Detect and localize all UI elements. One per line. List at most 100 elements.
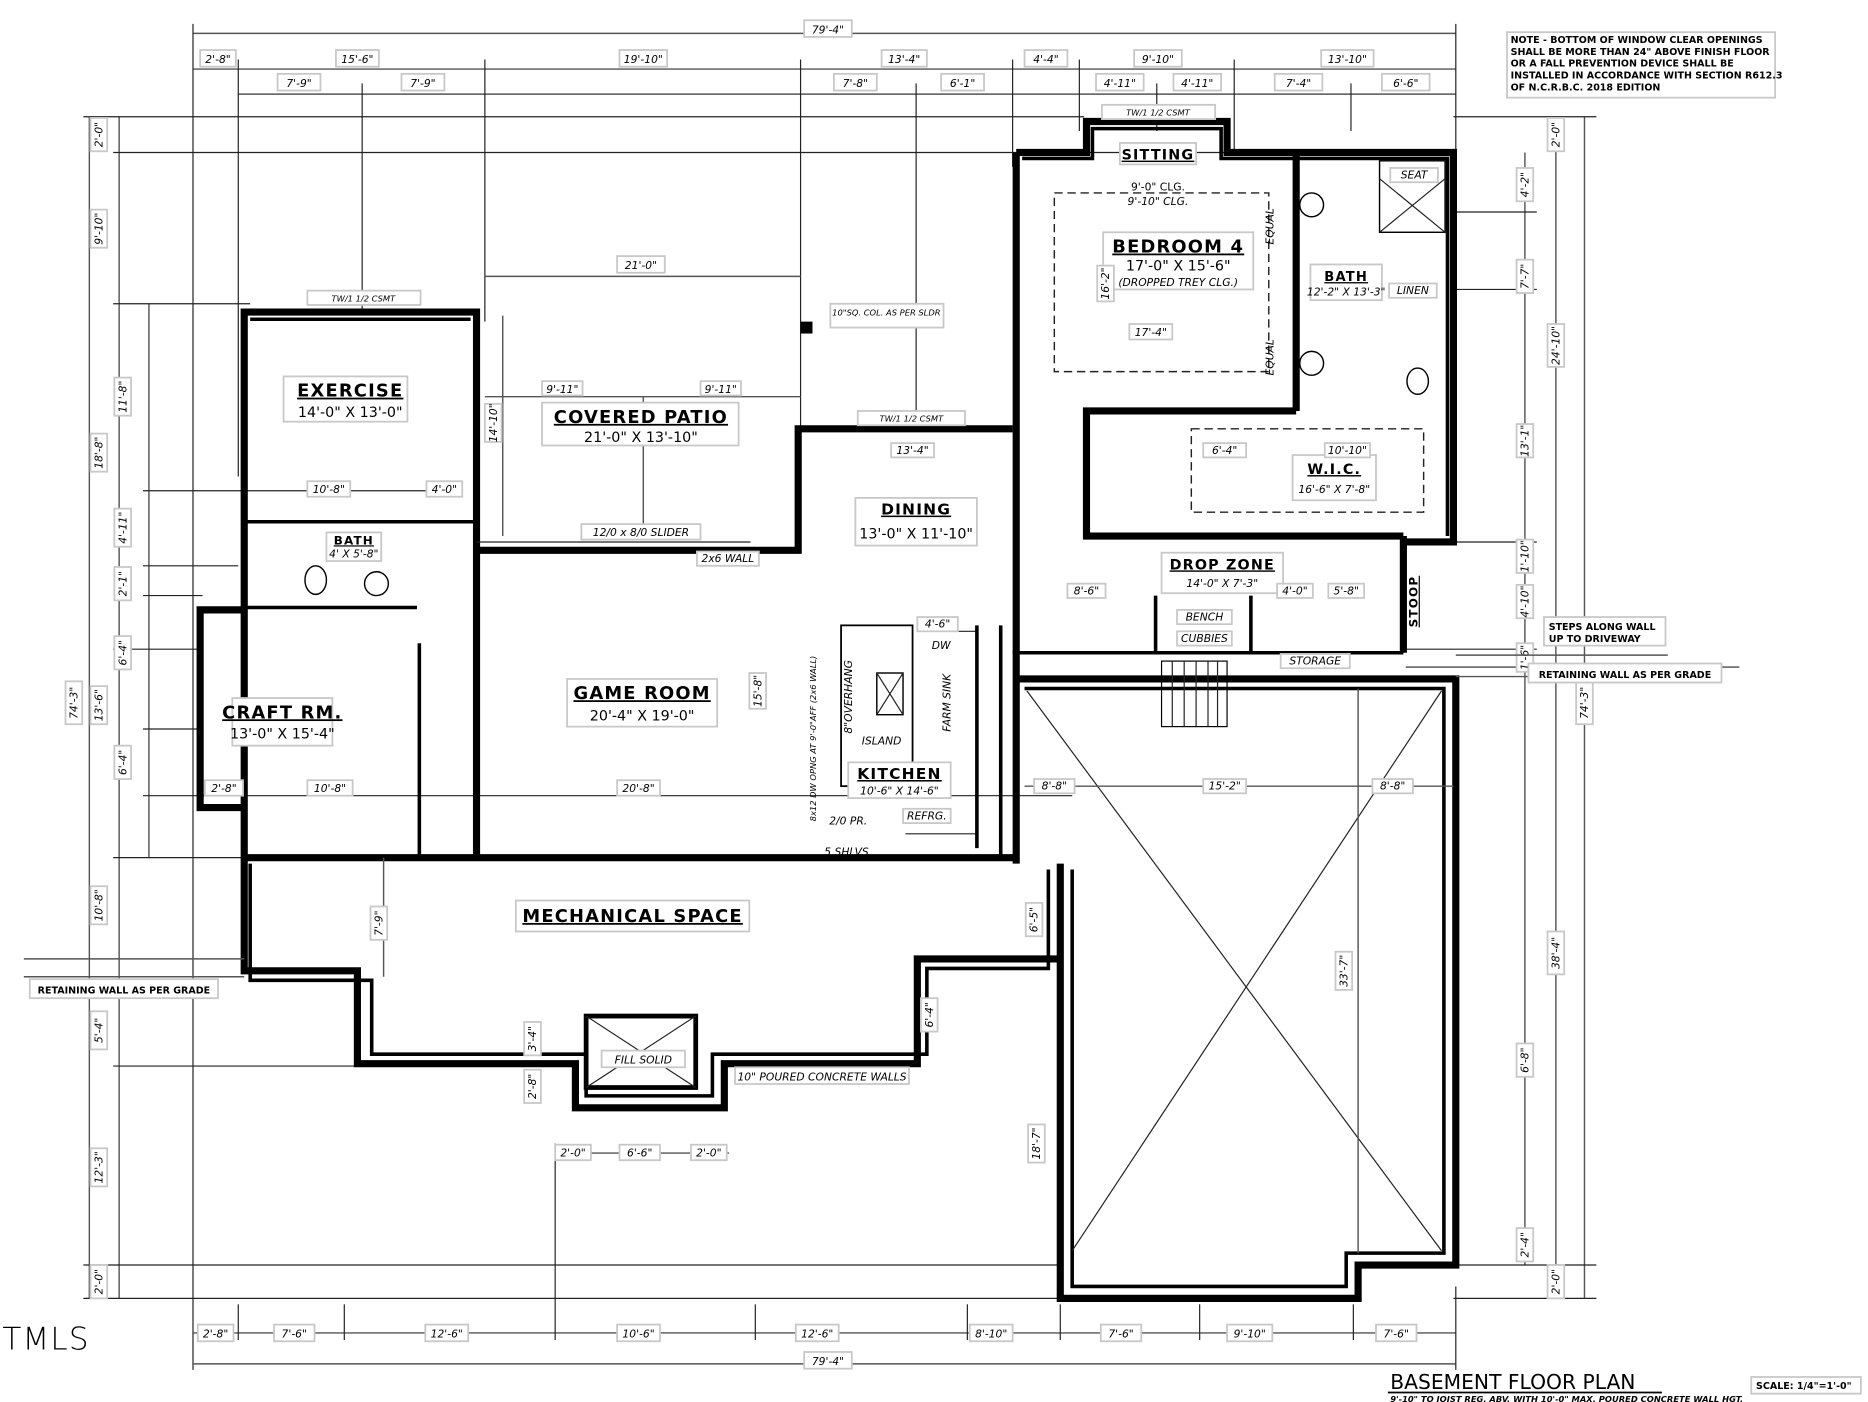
annotation: 2/0 PR. xyxy=(829,814,867,827)
annotation: 9'-10" CLG. xyxy=(1128,195,1189,208)
shower-icon xyxy=(1378,160,1446,233)
annotations: 12/0 x 8/0 SLIDER 2x6 WALL 10"SQ. COL. A… xyxy=(28,103,1723,1085)
dim-inner: 4'-6" xyxy=(925,618,950,631)
dim-inner: 4'-0" xyxy=(1282,584,1307,597)
dim-inner: 9'-11" xyxy=(546,383,578,396)
dim-inner: 6'-4" xyxy=(923,1002,936,1027)
dim-inner: 6'-6" xyxy=(627,1147,652,1160)
dim-right-overall: 74'-3" xyxy=(1578,687,1591,719)
title-block: BASEMENT FLOOR PLAN SCALE: 1/4"=1'-0" 9'… xyxy=(2,1322,1862,1402)
room-name: GAME ROOM xyxy=(573,683,710,704)
dim-right: 2'-4" xyxy=(1518,1232,1531,1257)
dim-inner: 33'-7" xyxy=(1337,955,1350,987)
note-line: INSTALLED IN ACCORDANCE WITH SECTION R61… xyxy=(1511,71,1783,82)
dim-bottom-overall: 79'-4" xyxy=(812,1355,844,1368)
room-size: 9'-0" CLG. xyxy=(1131,181,1185,194)
dim-left: 4'-11" xyxy=(116,512,129,544)
room-name: MECHANICAL SPACE xyxy=(522,906,742,927)
room-name: KITCHEN xyxy=(857,765,941,783)
room-wic: W.I.C. 16'-6" X 7'-8" xyxy=(1291,454,1377,502)
room-name: W.I.C. xyxy=(1307,462,1361,478)
dim-inner: 5'-8" xyxy=(1334,584,1359,597)
annotation: DW xyxy=(932,639,951,652)
annotation: 8"OVERHANG xyxy=(842,660,855,733)
window-note: NOTE - BOTTOM OF WINDOW CLEAR OPENINGS S… xyxy=(1506,31,1783,99)
room-note: (DROPPED TREY CLG.) xyxy=(1118,276,1238,289)
dim-right: 7'-7" xyxy=(1518,264,1531,289)
note-line: OF N.C.R.B.C. 2018 EDITION xyxy=(1511,83,1661,94)
room-mechanical: MECHANICAL SPACE xyxy=(514,899,751,933)
room-name: CRAFT RM. xyxy=(222,702,342,723)
dim-inner: 8'-8" xyxy=(1042,780,1067,793)
dim-left: 5'-4" xyxy=(92,1018,105,1043)
room-name: DROP ZONE xyxy=(1170,557,1275,573)
dim-bottom: 7'-6" xyxy=(282,1328,307,1341)
sink-icon xyxy=(1299,192,1325,218)
room-size: 16'-6" X 7'-8" xyxy=(1298,483,1370,496)
annotation: TW/1 1/2 CSMT xyxy=(880,414,945,424)
dim-right: 6'-8" xyxy=(1518,1047,1531,1072)
annotation: REFRG. xyxy=(907,810,947,823)
dim-top-overall: 79'-4" xyxy=(812,23,844,36)
annotation: RETAINING WALL AS PER GRADE xyxy=(1539,670,1712,681)
dim-bottom: 12'-6" xyxy=(801,1328,833,1341)
dim-top: 7'-9" xyxy=(286,77,311,90)
annotation: FILL SOLID xyxy=(615,1054,672,1067)
room-exercise: EXERCISE 14'-0" X 13'-0" xyxy=(282,375,409,423)
room-labels: EXERCISE 14'-0" X 13'-0" COVERED PATIO 2… xyxy=(222,142,1385,933)
annotation: 12/0 x 8/0 SLIDER xyxy=(593,526,689,539)
dim-inner: 21'-0" xyxy=(625,259,657,272)
dim-left: 18'-8" xyxy=(92,437,105,469)
dim-bottom: 12'-6" xyxy=(431,1328,463,1341)
annotation: 10"SQ. COL. AS PER SLDR xyxy=(832,308,940,318)
dim-left: 2'-1" xyxy=(116,571,129,596)
dim-left: 6'-4" xyxy=(116,640,129,665)
dim-inner: 3'-4" xyxy=(526,1026,539,1051)
annotation: 8x12 DW OPNG AT 9'-0"AFF (2x6 WALL) xyxy=(808,656,818,822)
dim-left: 12'-3" xyxy=(92,1151,105,1183)
room-name: COVERED PATIO xyxy=(554,407,728,428)
dim-inner: 20'-8" xyxy=(622,782,654,795)
annotation: EQUAL xyxy=(1264,208,1277,244)
inner-dimensions: 21'-0" 14'-10" 9'-11" 9'-11" 10'-8" 4'-0… xyxy=(204,255,1454,1254)
room-master-bath: BATH 12'-2" X 13'-3" xyxy=(1307,263,1385,302)
dim-top: 6'-6" xyxy=(1393,77,1418,90)
room-bedroom-4: BEDROOM 4 17'-0" X 15'-6" (DROPPED TREY … xyxy=(1102,231,1255,291)
dim-top: 2'-8" xyxy=(205,53,230,66)
annotation: STORAGE xyxy=(1289,655,1341,668)
annotation: 5 SHLVS. xyxy=(824,845,872,858)
dim-inner: 6'-5" xyxy=(1028,907,1041,932)
dim-left-overall: 74'-3" xyxy=(67,687,80,719)
dim-inner: 2'-8" xyxy=(211,782,236,795)
dim-top: 7'-9" xyxy=(410,77,435,90)
dim-inner: 8'-6" xyxy=(1074,584,1099,597)
dim-bottom: 9'-10" xyxy=(1234,1328,1266,1341)
dim-inner: 10'-8" xyxy=(313,483,345,496)
room-size: 4' X 5'-8" xyxy=(329,547,378,560)
plan-scale: SCALE: 1/4"=1'-0" xyxy=(1756,1381,1852,1392)
annotation: 2x6 WALL xyxy=(702,552,755,565)
toilet-icon xyxy=(304,565,328,596)
dim-right: 24'-10" xyxy=(1549,326,1562,365)
room-name: BEDROOM 4 xyxy=(1112,237,1244,258)
annotation: RETAINING WALL AS PER GRADE xyxy=(38,985,211,996)
dim-top: 13'-4" xyxy=(888,53,920,66)
annotation: EQUAL xyxy=(1264,339,1277,375)
exterior-walls xyxy=(23,117,1716,1302)
dim-inner: 6'-4" xyxy=(1212,444,1237,457)
dim-inner: 2'-8" xyxy=(526,1074,539,1099)
dim-left: 9'-10" xyxy=(92,213,105,245)
room-name: DINING xyxy=(881,501,951,519)
room-size: 21'-0" X 13'-10" xyxy=(584,430,698,446)
room-size: 20'-4" X 19'-0" xyxy=(590,709,695,725)
farm-sink-icon xyxy=(876,672,904,716)
annotation: FARM SINK xyxy=(941,673,954,732)
annotation: LINEN xyxy=(1397,284,1429,297)
room-name: BATH xyxy=(334,533,374,547)
dim-inner: 18'-7" xyxy=(1030,1127,1043,1159)
column-icon xyxy=(800,321,813,334)
room-kitchen: KITCHEN 10'-6" X 14'-6" xyxy=(847,761,952,799)
note-line: NOTE - BOTTOM OF WINDOW CLEAR OPENINGS xyxy=(1511,35,1763,46)
dim-inner: 15'-8" xyxy=(751,675,764,707)
dim-left: 13'-6" xyxy=(92,689,105,721)
